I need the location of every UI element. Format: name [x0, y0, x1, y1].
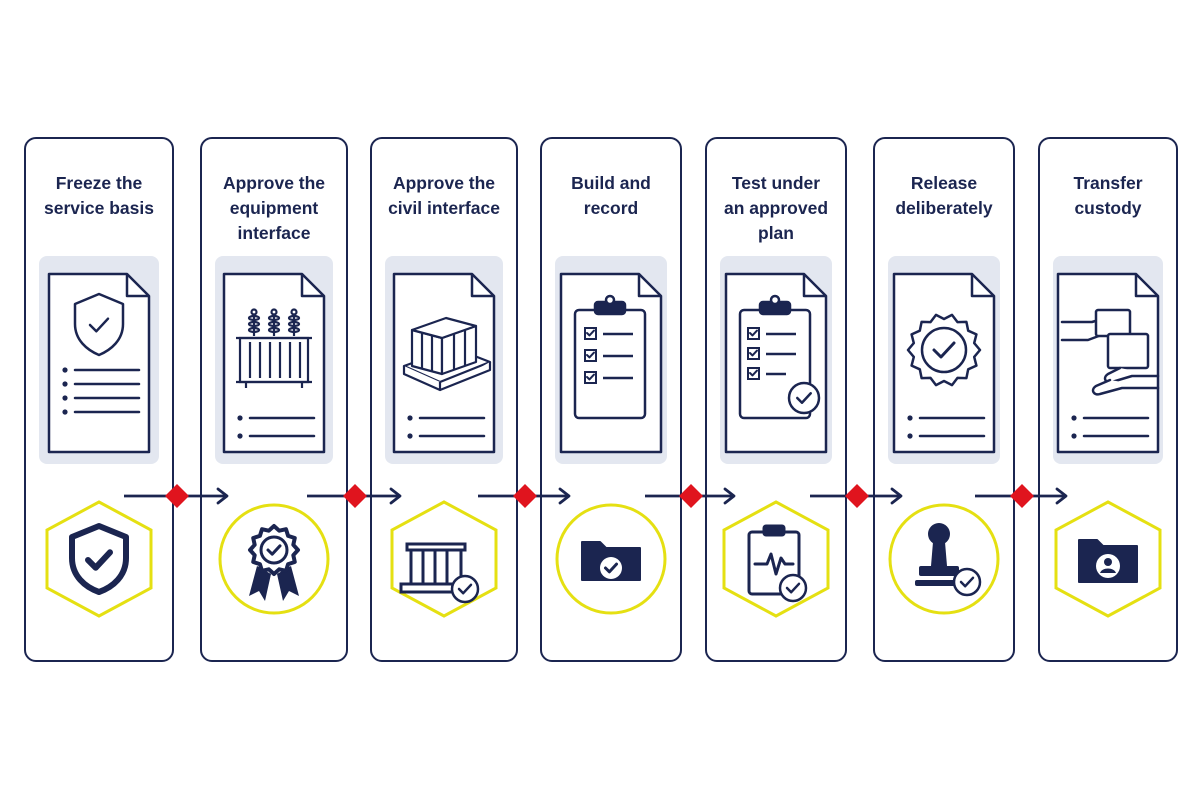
badge-icon	[713, 496, 839, 622]
step-card: Approve the equipment interface	[200, 137, 348, 662]
step-card: Freeze the service basis	[24, 137, 174, 662]
gate-arrow-connector	[307, 484, 403, 508]
badge-icon	[36, 496, 162, 622]
document-icon	[218, 270, 330, 456]
step-title: Transfer custody	[1073, 173, 1143, 218]
step-card: Release deliberately	[873, 137, 1015, 662]
step-card: Test under an approved plan	[705, 137, 847, 662]
document-icon	[1052, 270, 1164, 456]
document-panel	[1053, 256, 1163, 464]
document-icon	[888, 270, 1000, 456]
step-title: Build and record	[571, 173, 651, 218]
document-icon	[43, 270, 155, 456]
step-title: Approve the equipment interface	[222, 173, 326, 243]
badge-icon	[548, 496, 674, 622]
gate-arrow-connector	[124, 484, 230, 508]
step-title: Freeze the service basis	[44, 173, 154, 218]
badge-icon	[211, 496, 337, 622]
document-icon	[555, 270, 667, 456]
step-card: Approve the civil interface	[370, 137, 518, 662]
document-panel	[215, 256, 333, 464]
document-icon	[720, 270, 832, 456]
gate-arrow-connector	[478, 484, 572, 508]
step-title: Approve the civil interface	[388, 173, 500, 218]
gate-arrow-connector	[810, 484, 904, 508]
document-panel	[888, 256, 1000, 464]
badge-icon	[881, 496, 1007, 622]
step-title: Test under an approved plan	[723, 173, 829, 243]
step-card: Build and record	[540, 137, 682, 662]
document-panel	[720, 256, 832, 464]
gate-arrow-connector	[975, 484, 1069, 508]
document-icon	[388, 270, 500, 456]
document-panel	[385, 256, 503, 464]
document-panel	[39, 256, 159, 464]
step-card: Transfer custody	[1038, 137, 1178, 662]
badge-icon	[1045, 496, 1171, 622]
step-title: Release deliberately	[895, 173, 993, 218]
badge-icon	[381, 496, 507, 622]
gate-arrow-connector	[645, 484, 737, 508]
document-panel	[555, 256, 667, 464]
